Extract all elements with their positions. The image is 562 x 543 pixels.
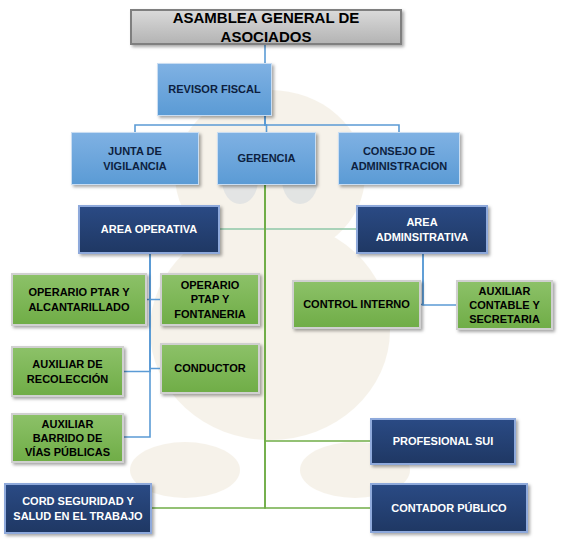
connector (264, 45, 266, 63)
connector (135, 116, 265, 132)
connector (150, 254, 160, 300)
box-label: CONTADOR PÚBLICO (391, 501, 506, 515)
connector (423, 254, 456, 305)
org-box: JUNTA DE VIGILANCIA (71, 132, 199, 185)
org-box: AUXILIAR CONTABLE Y SECRETARIA (456, 280, 553, 330)
org-box: OPERARIO PTAP Y FONTANERIA (160, 273, 260, 326)
box-label: REVISOR FISCAL (168, 82, 260, 96)
box-label: AUXILIAR BARRIDO DE VÍAS PÚBLICAS (19, 417, 116, 460)
box-label: AREA OPERATIVA (101, 222, 197, 236)
box-label: AUXILIAR DE RECOLECCIÓN (19, 357, 116, 386)
org-box: AREA OPERATIVA (78, 205, 220, 254)
org-box: AREA ADMINSITRATIVA (356, 205, 488, 254)
box-label: AREA ADMINSITRATIVA (364, 215, 480, 244)
box-label: CONSEJO DE ADMINISTRACION (345, 144, 453, 173)
connector (265, 116, 399, 132)
box-label: ASAMBLEA GENERAL DE ASOCIADOS (138, 8, 394, 47)
connector (265, 185, 370, 508)
org-box: CONTADOR PÚBLICO (370, 483, 528, 533)
box-label: CONTROL INTERNO (303, 297, 410, 311)
box-label: JUNTA DE VIGILANCIA (78, 144, 192, 173)
box-label: AUXILIAR CONTABLE Y SECRETARIA (464, 284, 545, 327)
org-box: CONSEJO DE ADMINISTRACION (338, 132, 460, 185)
org-box: AUXILIAR DE RECOLECCIÓN (11, 346, 124, 397)
org-box: CONDUCTOR (160, 343, 260, 394)
org-box: GERENCIA (217, 132, 316, 185)
org-box: CONTROL INTERNO (292, 280, 421, 329)
org-box: CORD SEGURIDAD Y SALUD EN EL TRABAJO (4, 483, 152, 534)
org-box: ASAMBLEA GENERAL DE ASOCIADOS (130, 9, 402, 45)
box-label: CONDUCTOR (174, 361, 245, 375)
connector (265, 185, 356, 229)
box-label: OPERARIO PTAP Y FONTANERIA (168, 278, 252, 321)
box-label: GERENCIA (237, 151, 295, 165)
org-box: PROFESIONAL SUI (370, 418, 516, 465)
box-label: CORD SEGURIDAD Y SALUD EN EL TRABAJO (12, 494, 144, 523)
org-box: REVISOR FISCAL (157, 63, 272, 116)
connector (220, 185, 265, 229)
connector (150, 254, 160, 369)
box-label: PROFESIONAL SUI (393, 434, 494, 448)
box-label: OPERARIO PTAR Y ALCANTARILLADO (19, 285, 139, 314)
org-box: AUXILIAR BARRIDO DE VÍAS PÚBLICAS (11, 413, 124, 463)
org-box: OPERARIO PTAR Y ALCANTARILLADO (11, 273, 147, 326)
